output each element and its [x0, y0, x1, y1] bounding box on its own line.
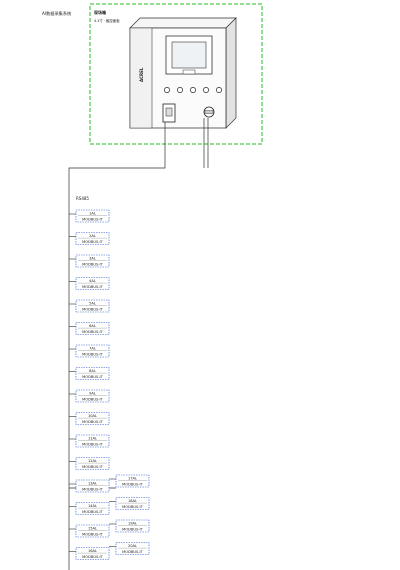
module-model: MODBUS-IT: [82, 330, 103, 334]
module-name: 9AL: [89, 391, 96, 395]
module-box: [115, 474, 150, 488]
module-item: 5AL MODBUS-IT: [69, 299, 110, 313]
module-model: MODBUS-IT: [82, 555, 103, 559]
module-name: 20AL: [128, 544, 137, 548]
module-box: [115, 519, 150, 533]
module-box: [75, 367, 110, 380]
module-box: [75, 277, 110, 290]
module-name: 17AL: [128, 476, 137, 480]
module-model: MODBUS-IT: [82, 307, 103, 311]
module-item: 2AL MODBUS-IT: [69, 232, 110, 245]
module-name: 19AL: [128, 521, 137, 525]
module-name: 18AL: [128, 499, 137, 503]
module-item: 10AL MODBUS-IT: [69, 412, 110, 425]
module-item: 1AL MODBUS-IT: [69, 209, 110, 223]
module-box: [75, 299, 110, 313]
module-name: 5AL: [89, 301, 96, 305]
module-model: MODBUS-IT: [82, 240, 103, 244]
module-model: MODBUS-IT: [122, 550, 143, 554]
module-item: 18AL MODBUS-IT: [109, 497, 150, 510]
module-item: 19AL MODBUS-IT: [109, 519, 150, 533]
module-box: [75, 479, 110, 493]
module-box: [75, 232, 110, 245]
module-box: [75, 322, 110, 335]
module-box: [75, 502, 110, 515]
module-item: 14AL MODBUS-IT: [69, 502, 110, 515]
station-subtitle: 4.3寸 · 触控面板: [94, 18, 120, 23]
module-column-right: 17ALMODBUS-IT18ALMODBUS-IT19ALMODBUS-IT2…: [109, 474, 150, 555]
module-item: 17AL MODBUS-IT: [109, 474, 150, 488]
module-name: 16AL: [88, 549, 97, 553]
module-box: [75, 547, 110, 560]
module-item: 6AL MODBUS-IT: [69, 322, 110, 335]
module-name: 11AL: [88, 436, 97, 440]
module-box: [75, 254, 110, 268]
module-model: MODBUS-IT: [82, 465, 103, 469]
module-name: 12AL: [88, 459, 97, 463]
control-cabinet: ACREL: [129, 17, 237, 129]
module-box: [75, 209, 110, 223]
equipment-frame: [89, 3, 263, 145]
header-title: AI数据采集系统: [42, 10, 71, 17]
module-item: 8AL MODBUS-IT: [69, 367, 110, 380]
module-name: 13AL: [88, 481, 97, 485]
module-item: 7AL MODBUS-IT: [69, 344, 110, 358]
module-name: 3AL: [89, 256, 96, 260]
module-item: 4AL MODBUS-IT: [69, 277, 110, 290]
module-name: 4AL: [89, 279, 96, 283]
indicator-lights: [164, 87, 222, 93]
module-item: 13AL MODBUS-IT: [69, 479, 110, 493]
module-name: 8AL: [89, 369, 96, 373]
module-name: 15AL: [88, 526, 97, 530]
module-model: MODBUS-IT: [82, 375, 103, 379]
module-box: [75, 434, 110, 448]
module-model: MODBUS-IT: [82, 510, 103, 514]
module-box: [75, 412, 110, 425]
module-model: MODBUS-IT: [82, 262, 103, 266]
module-box: [75, 457, 110, 470]
module-model: MODBUS-IT: [82, 352, 103, 356]
device-brand: ACREL: [139, 67, 144, 82]
module-item: 3AL MODBUS-IT: [69, 254, 110, 268]
module-box: [115, 542, 150, 555]
module-item: 11AL MODBUS-IT: [69, 434, 110, 448]
module-model: MODBUS-IT: [82, 217, 103, 221]
module-item: 15AL MODBUS-IT: [69, 524, 110, 538]
module-item: 12AL MODBUS-IT: [69, 457, 110, 470]
bus-label: RS485: [76, 196, 89, 201]
module-model: MODBUS-IT: [122, 482, 143, 486]
module-name: 2AL: [89, 234, 96, 238]
module-box: [75, 344, 110, 358]
module-box: [115, 497, 150, 510]
module-model: MODBUS-IT: [82, 285, 103, 289]
module-item: 20AL MODBUS-IT: [109, 542, 150, 555]
module-model: MODBUS-IT: [82, 397, 103, 401]
module-name: 14AL: [88, 504, 97, 508]
module-model: MODBUS-IT: [122, 527, 143, 531]
module-box: [75, 524, 110, 538]
module-model: MODBUS-IT: [82, 487, 103, 491]
module-name: 10AL: [88, 414, 97, 418]
module-name: 1AL: [89, 211, 96, 215]
module-model: MODBUS-IT: [82, 420, 103, 424]
module-name: 6AL: [89, 324, 96, 328]
module-item: 9AL MODBUS-IT: [69, 389, 110, 403]
module-model: MODBUS-IT: [122, 505, 143, 509]
module-box: [75, 389, 110, 403]
module-name: 7AL: [89, 346, 96, 350]
module-column-left: 1AL MODBUS-IT 2AL MODBUS-IT 3AL MODBUS-IT 4AL M…: [69, 209, 110, 560]
module-model: MODBUS-IT: [82, 532, 103, 536]
module-model: MODBUS-IT: [82, 442, 103, 446]
module-item: 16AL MODBUS-IT: [69, 547, 110, 560]
station-title: 现场箱: [94, 9, 106, 15]
